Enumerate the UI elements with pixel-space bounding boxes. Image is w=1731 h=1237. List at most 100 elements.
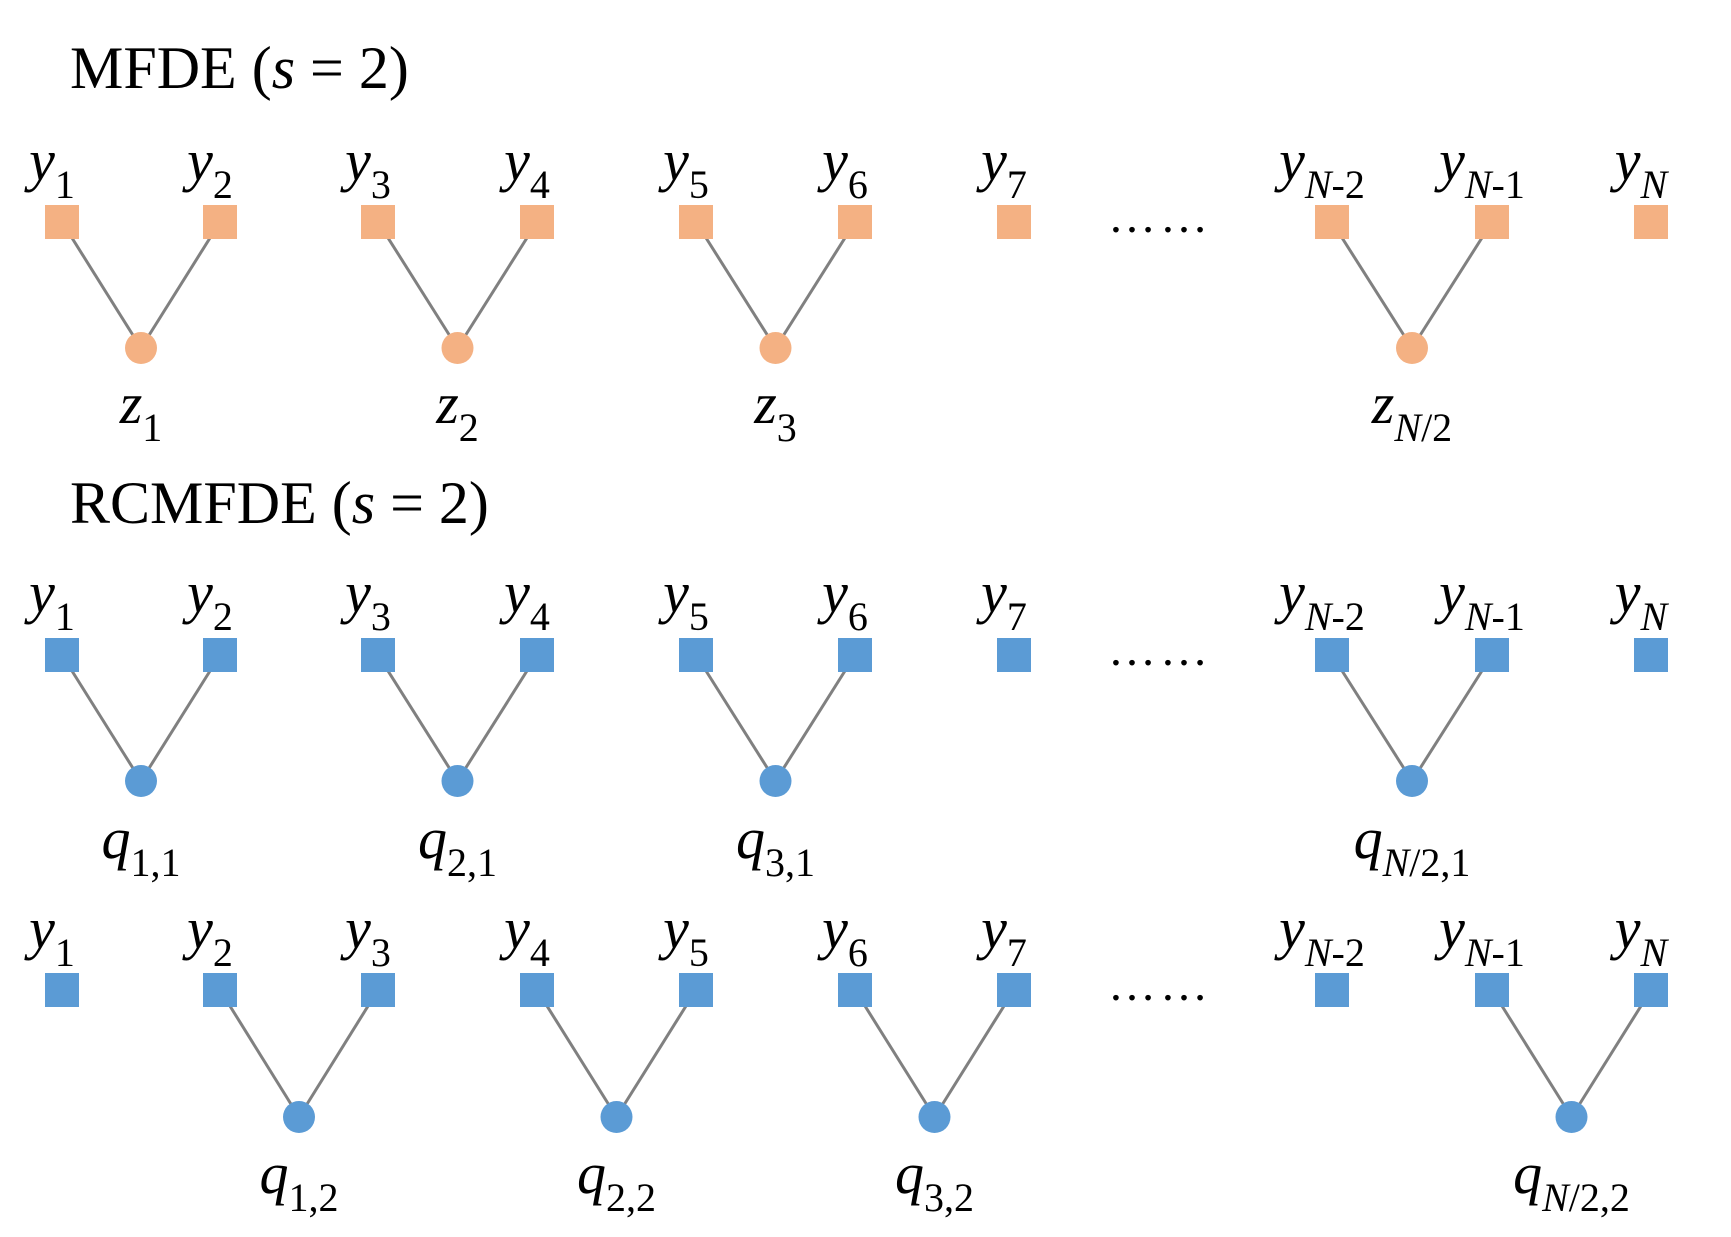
data-point-label: y1 — [24, 560, 75, 639]
edge-line — [218, 989, 301, 1118]
data-point-square — [45, 205, 79, 239]
panel-title: MFDE (s = 2) — [70, 35, 409, 101]
edge-line — [376, 221, 459, 349]
data-point-square — [1634, 205, 1668, 239]
data-point-square — [45, 973, 79, 1007]
data-point-label: y3 — [340, 560, 391, 639]
ellipsis: …… — [1108, 958, 1212, 1011]
coarse-grained-label: z3 — [753, 371, 797, 450]
data-point-square — [1475, 638, 1509, 672]
coarse-grained-label: q2,1 — [418, 806, 497, 885]
coarse-grained-label: zN/2 — [1371, 371, 1452, 450]
data-point-label: yN-1 — [1434, 896, 1525, 975]
edge-line — [456, 221, 539, 349]
coarse-grained-node — [759, 765, 792, 797]
data-point-square — [997, 638, 1031, 672]
data-point-square — [1315, 638, 1349, 672]
coarse-grained-node — [441, 765, 474, 797]
data-point-label: y4 — [499, 896, 550, 975]
data-point-label: yN-2 — [1274, 560, 1365, 639]
coarse-grained-node — [125, 765, 157, 797]
coarse-grained-node — [125, 332, 157, 364]
edge-line — [1570, 989, 1653, 1118]
coarse-grained-label: q1,1 — [102, 806, 181, 885]
data-point-square — [838, 973, 872, 1007]
data-point-square — [838, 638, 872, 672]
coarse-grained-label: q3,1 — [736, 806, 815, 885]
coarse-grained-label: qN/2,2 — [1513, 1141, 1630, 1220]
data-point-label: y6 — [817, 896, 868, 975]
edge-line — [376, 654, 459, 782]
data-point-square — [203, 638, 237, 672]
data-point-label: y5 — [658, 560, 709, 639]
data-point-label: yN — [1610, 560, 1670, 639]
coarse-grained-node — [1396, 332, 1428, 364]
data-point-square — [203, 205, 237, 239]
data-point-square — [1315, 205, 1349, 239]
data-point-label: yN-2 — [1274, 896, 1365, 975]
data-point-square — [1315, 973, 1349, 1007]
edge-line — [853, 989, 936, 1118]
coarse-grained-node — [600, 1101, 633, 1133]
data-point-square — [45, 638, 79, 672]
data-point-label: y3 — [340, 896, 391, 975]
data-point-square — [838, 205, 872, 239]
data-point-label: yN-1 — [1434, 560, 1525, 639]
ellipsis: …… — [1108, 190, 1212, 243]
data-point-square — [1634, 638, 1668, 672]
data-point-label: yN-1 — [1434, 128, 1525, 207]
data-point-square — [361, 205, 395, 239]
edge-line — [1410, 221, 1494, 349]
edge-line — [774, 221, 857, 349]
data-point-label: y2 — [182, 896, 233, 975]
edge-line — [1330, 221, 1414, 349]
coarse-grained-label: z2 — [435, 371, 479, 450]
data-point-label: y6 — [817, 560, 868, 639]
edge-line — [694, 654, 777, 782]
coarse-grained-node — [918, 1101, 951, 1133]
data-point-square — [1475, 205, 1509, 239]
edge-line — [297, 989, 380, 1118]
edge-line — [1490, 989, 1573, 1118]
data-point-label: yN — [1610, 896, 1670, 975]
edge-line — [774, 654, 857, 782]
data-point-label: y2 — [182, 128, 233, 207]
data-point-label: y1 — [24, 128, 75, 207]
data-point-label: y7 — [976, 128, 1027, 207]
data-point-label: y1 — [24, 896, 75, 975]
edge-line — [933, 989, 1016, 1118]
coarse-grained-node — [1555, 1101, 1588, 1133]
data-point-label: y6 — [817, 128, 868, 207]
edge-line — [60, 654, 143, 782]
data-point-label: y3 — [340, 128, 391, 207]
data-point-square — [1475, 973, 1509, 1007]
panel-title: RCMFDE (s = 2) — [70, 470, 489, 536]
data-point-label: y4 — [499, 560, 550, 639]
coarse-grained-node — [1396, 765, 1428, 797]
data-point-square — [679, 638, 713, 672]
edge-line — [139, 221, 222, 349]
coarse-grained-node — [441, 332, 474, 364]
data-point-square — [1634, 973, 1668, 1007]
coarse-grained-label: z1 — [119, 371, 163, 450]
edge-line — [456, 654, 539, 782]
edge-line — [1410, 654, 1494, 782]
edge-line — [1330, 654, 1414, 782]
edge-line — [615, 989, 698, 1118]
data-point-square — [361, 638, 395, 672]
ellipsis: …… — [1108, 623, 1212, 676]
data-point-label: y2 — [182, 560, 233, 639]
data-point-label: yN-2 — [1274, 128, 1365, 207]
edge-line — [60, 221, 143, 349]
coarse-grained-node — [283, 1101, 315, 1133]
coarse-grained-label: q3,2 — [895, 1141, 974, 1220]
data-point-square — [679, 973, 713, 1007]
data-point-square — [520, 973, 554, 1007]
data-point-label: yN — [1610, 128, 1670, 207]
